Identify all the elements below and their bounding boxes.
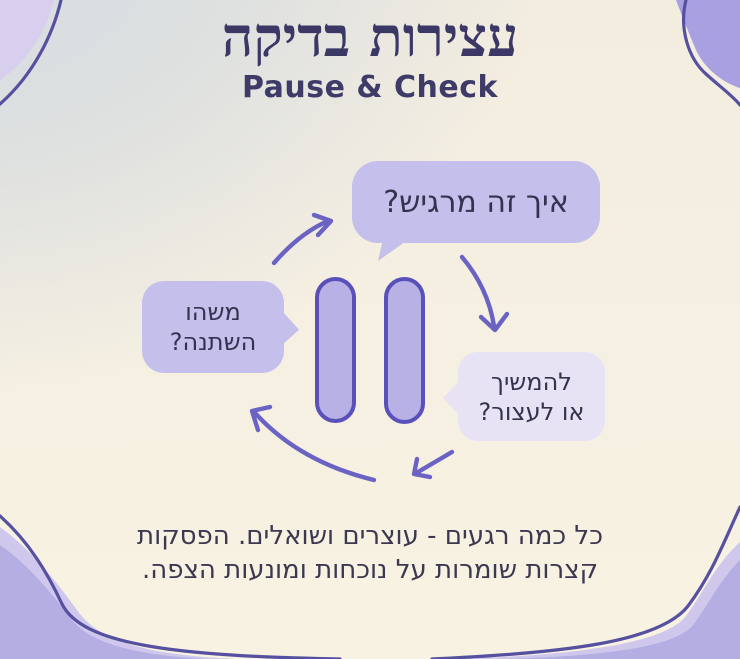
corner-curve-bottom-left bbox=[0, 514, 342, 659]
speech-bubble-bottom-right-text: להמשיך או לעצור? bbox=[478, 367, 585, 426]
speech-bubble-top: איך זה מרגיש? bbox=[352, 161, 600, 243]
arrow-right-to-bottom bbox=[415, 449, 455, 475]
page-title: עצירות בדיקה bbox=[221, 4, 519, 69]
arrow-left-to-top-head bbox=[311, 212, 334, 238]
corner-blob-top-right bbox=[676, 0, 740, 88]
footer-note: כל כמה רגעים - עוצרים ושואלים. הפסקות קצ… bbox=[137, 521, 603, 586]
arrow-bottom-to-left bbox=[253, 411, 377, 483]
speech-bubble-left-text: משהו השתנה? bbox=[169, 298, 257, 356]
pause-icon bbox=[315, 277, 425, 424]
corner-blob-top-left bbox=[0, 0, 54, 80]
arrow-top-to-right bbox=[459, 254, 497, 329]
arrow-right-to-bottom-head bbox=[411, 456, 433, 480]
speech-bubble-top-text: איך זה מרגיש? bbox=[383, 184, 569, 220]
arrow-bottom-to-left-head bbox=[249, 404, 273, 433]
corner-curve-top-right bbox=[682, 0, 740, 107]
arrow-left-to-top bbox=[271, 218, 331, 266]
corner-curve-bottom-right bbox=[430, 505, 740, 659]
speech-bubble-left: משהו השתנה? bbox=[142, 281, 284, 373]
speech-bubble-bottom-right: להמשיך או לעצור? bbox=[458, 352, 605, 441]
corner-halo-bottom-right bbox=[455, 542, 740, 659]
page-subtitle: Pause & Check bbox=[242, 70, 498, 105]
pause-bar-right bbox=[384, 277, 425, 424]
corner-blob-bottom-right bbox=[505, 560, 740, 659]
corner-blob-bottom-left bbox=[0, 545, 205, 659]
corner-curve-top-left bbox=[0, 0, 63, 106]
arrow-top-to-right-head bbox=[478, 311, 510, 333]
pause-bar-left bbox=[315, 277, 356, 423]
header: עצירות בדיקה Pause & Check bbox=[0, 4, 740, 105]
